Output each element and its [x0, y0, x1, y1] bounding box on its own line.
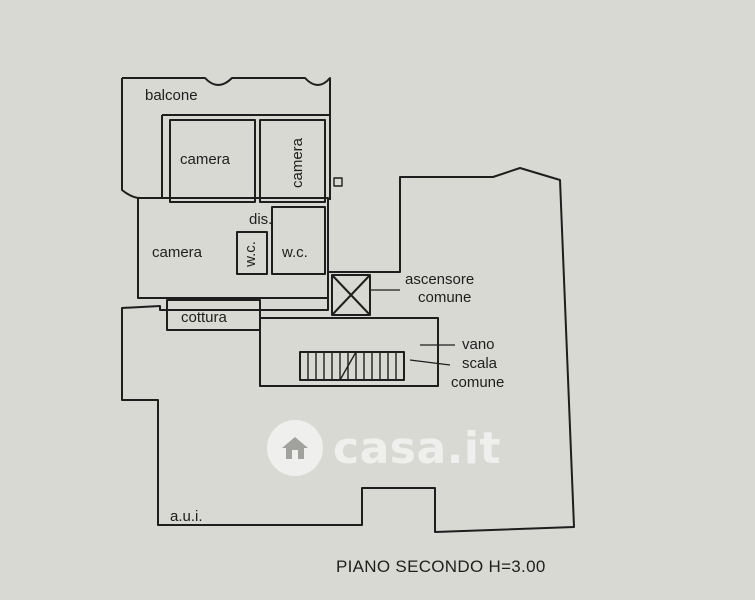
stair-treads	[307, 351, 397, 381]
column-marker	[333, 177, 343, 187]
vano-leader-2	[409, 359, 451, 366]
label-balcone: balcone	[145, 87, 198, 104]
camera-2-walls	[259, 119, 326, 203]
watermark-logo: casa.it	[267, 420, 501, 476]
house-icon	[267, 420, 323, 476]
outer-wall	[121, 167, 575, 533]
wc-2-walls	[271, 206, 326, 275]
label-camera-3: camera	[152, 244, 203, 261]
label-vano: vano	[462, 336, 495, 353]
upper-rooms-wall	[162, 114, 331, 200]
camera-1-walls	[169, 119, 256, 203]
balcony-left	[121, 78, 141, 199]
watermark-text: casa.it	[333, 422, 501, 474]
label-ascensore-comune: comune	[418, 289, 472, 306]
plan-caption: PIANO SECONDO H=3.00	[336, 557, 546, 576]
label-camera-2: camera	[289, 137, 306, 189]
label-cottura: cottura	[181, 309, 227, 326]
label-wc-1: w.c.	[242, 241, 259, 267]
label-scala: scala	[462, 355, 498, 372]
stair-flight	[299, 351, 405, 381]
balcony-outline	[122, 77, 331, 115]
lift-walls	[331, 274, 371, 316]
label-aui: a.u.i.	[170, 508, 203, 525]
wc-1-walls	[236, 231, 268, 275]
apartment-wall	[137, 197, 329, 299]
label-ascensore: ascensore	[405, 271, 475, 288]
cottura-walls	[166, 299, 261, 331]
label-dis: dis.	[249, 211, 273, 228]
label-camera-1: camera	[180, 151, 231, 168]
stair-hall-walls	[259, 317, 439, 387]
label-vano-comune: comune	[451, 374, 505, 391]
label-wc-2: w.c.	[282, 244, 308, 261]
